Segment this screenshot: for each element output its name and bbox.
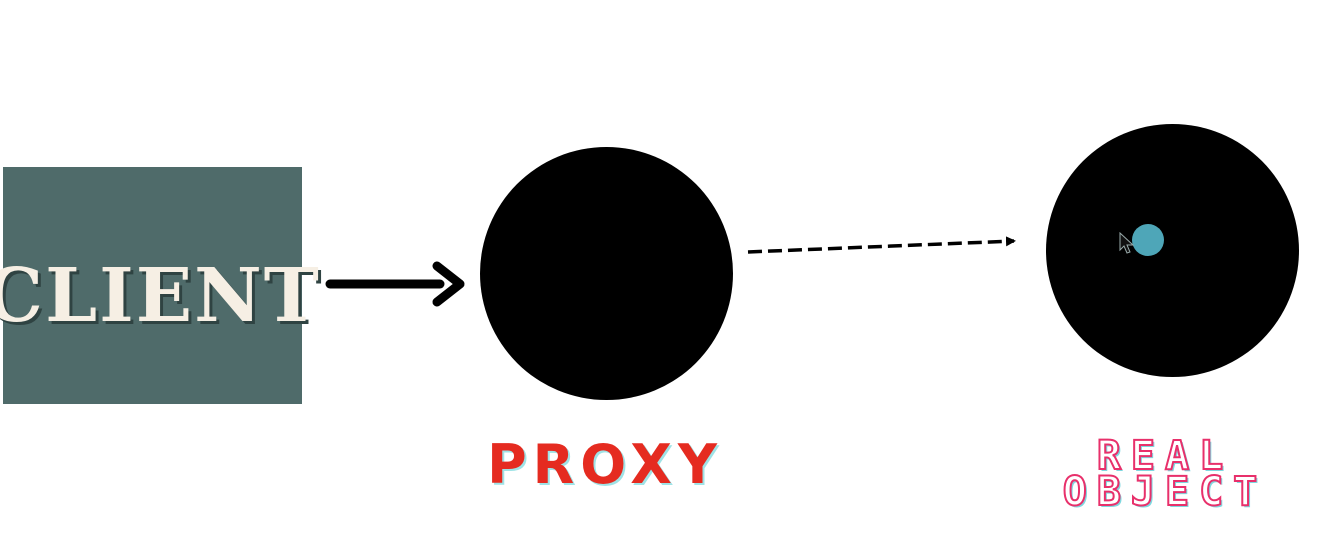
proxy-to-real-arrow-line [747,236,1016,254]
client-label: CLIENT [0,252,321,339]
pointer-cursor-icon [1119,232,1135,254]
real-object-label: REAL OBJECT [990,433,1340,515]
cursor-highlight [1132,224,1164,256]
proxy-label: PROXY [487,433,723,496]
real-object-node [1046,124,1299,377]
client-box: CLIENT [0,167,321,404]
client-to-proxy-arrowhead [432,261,465,307]
real-object-label-line1: REAL [1096,433,1234,479]
proxy-node [480,147,733,400]
real-object-label-line2: OBJECT [1062,469,1268,515]
